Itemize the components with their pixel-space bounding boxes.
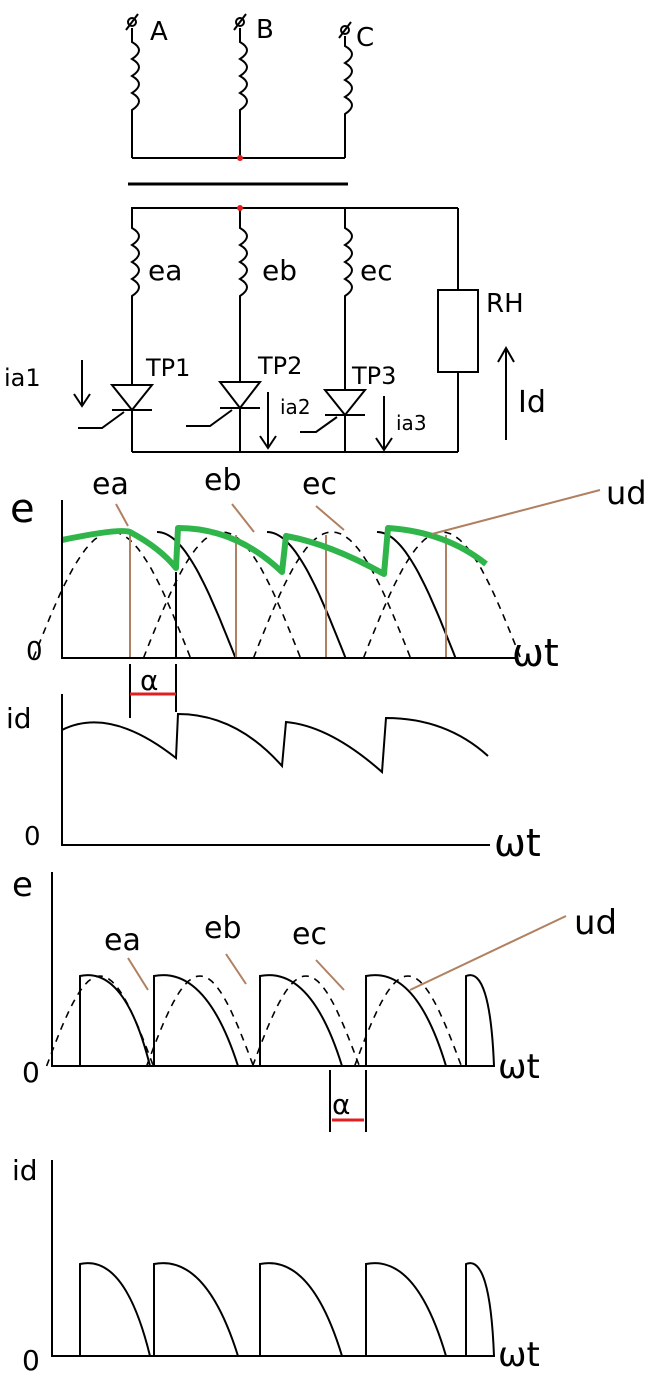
- primary-neutral-dot: [237, 155, 243, 161]
- thyristor-3-label: TP3: [351, 362, 396, 390]
- plot-4-curves: [79, 1262, 495, 1357]
- plot-3-curves: [45, 974, 495, 1067]
- plot-1-output-label: ud: [606, 474, 647, 512]
- plot-2-curves: [61, 712, 489, 775]
- plot-1-curves: [32, 525, 522, 659]
- plot-1-output-pointer: [431, 489, 601, 535]
- plot-1-output-voltage: [61, 525, 488, 577]
- plot-2: id 0 ωt: [6, 694, 541, 865]
- plot-1-phase-wave-solid: [266, 531, 347, 659]
- plot-1-axes: [61, 500, 515, 659]
- plot-4: id 0 ωt: [12, 1154, 540, 1377]
- plot-3-origin: 0: [22, 1056, 40, 1089]
- plot-1-phase-wave-dashed: [362, 531, 522, 659]
- plot-4-axes: [51, 1160, 495, 1357]
- thyristor-2-label: TP2: [257, 352, 302, 380]
- plot-4-origin: 0: [22, 1344, 40, 1377]
- load-label: RH: [486, 289, 524, 319]
- plot-4-current-segment: [465, 1262, 495, 1357]
- current-1-label: ia1: [4, 364, 41, 392]
- current-3-arrow: [375, 396, 393, 452]
- plot-3-output-segment: [259, 974, 343, 1067]
- terminal-a-label: A: [150, 17, 168, 47]
- plot-3-output-pointer: [409, 915, 567, 991]
- plot-1: e 0 ωt ea eb ec ud α: [10, 463, 647, 718]
- plot-3: e 0 ωt ea eb ec ud α: [12, 865, 617, 1132]
- rectifier-circuit: A B C ea eb ec RH: [4, 13, 546, 453]
- plot-1-curve-pointers: [115, 503, 345, 533]
- plot-4-current-segment: [259, 1262, 343, 1357]
- plot-1-phase-wave-solid: [156, 531, 237, 659]
- plot-1-angle-label: α: [140, 664, 158, 697]
- plot-1-curve-b-label: eb: [204, 463, 242, 498]
- emf-b-label: eb: [262, 254, 297, 287]
- plot-3-angle-ticks: [329, 1070, 367, 1132]
- thyristor-2: [186, 360, 263, 452]
- plot-3-x-label: ωt: [498, 1047, 540, 1087]
- terminals: [125, 13, 352, 39]
- plot-1-phase-wave-dashed: [142, 531, 302, 659]
- plot-1-phase-wave-dashed: [32, 531, 192, 659]
- plot-1-origin: 0: [26, 637, 43, 667]
- dc-current-label: Id: [518, 385, 546, 420]
- current-3-label: ia3: [396, 411, 427, 435]
- thyristor-1-label: TP1: [145, 354, 190, 382]
- plot-3-curve-b-label: eb: [204, 911, 242, 946]
- plot-3-phase-wave-dashed: [145, 975, 255, 1067]
- plot-4-current-segment: [365, 1262, 447, 1357]
- secondary-neutral-dot: [237, 205, 243, 211]
- plot-1-y-label: e: [10, 486, 35, 532]
- plot-2-current: [61, 712, 489, 775]
- thyristor-3: [300, 372, 368, 452]
- plot-1-phase-wave-dashed: [252, 531, 412, 659]
- plot-4-y-label: id: [12, 1154, 38, 1187]
- plot-3-output-segment: [153, 974, 239, 1067]
- plot-3-output-segment: [365, 974, 447, 1067]
- current-2-label: ia2: [280, 395, 311, 419]
- plot-3-y-label: e: [12, 865, 33, 905]
- secondary-windings: [130, 207, 458, 372]
- plot-3-angle-label: α: [332, 1088, 350, 1121]
- plot-3-phase-wave-dashed: [45, 975, 155, 1067]
- terminal-c-label: C: [356, 23, 374, 53]
- plot-3-output-segment: [465, 974, 495, 1067]
- terminal-b-label: B: [256, 15, 274, 45]
- emf-a-label: ea: [148, 254, 182, 287]
- plot-1-curve-c-label: ec: [302, 467, 337, 502]
- plot-4-x-label: ωt: [498, 1335, 540, 1375]
- plot-3-phase-wave-dashed: [353, 975, 463, 1067]
- plot-3-phase-wave-dashed: [251, 975, 361, 1067]
- thyristor-1: [78, 360, 155, 452]
- plot-2-axes: [61, 694, 490, 846]
- plot-3-curve-pointers: [127, 953, 345, 991]
- plot-1-curve-a-label: ea: [92, 467, 129, 502]
- plot-1-angle-ticks: [129, 664, 177, 718]
- plot-3-curve-c-label: ec: [292, 917, 327, 952]
- plot-4-current-segment: [79, 1262, 151, 1357]
- plot-2-origin: 0: [24, 822, 41, 852]
- plot-2-y-label: id: [6, 702, 32, 735]
- plot-3-output-segment: [79, 974, 151, 1067]
- emf-c-label: ec: [360, 254, 393, 287]
- plot-3-output-label: ud: [574, 903, 617, 943]
- plot-2-x-label: ωt: [494, 821, 541, 865]
- load-resistor: [437, 208, 479, 452]
- plot-4-current-segment: [153, 1262, 239, 1357]
- plot-3-curve-a-label: ea: [104, 923, 141, 958]
- current-1-arrow: [73, 360, 91, 408]
- plot-3-axes: [51, 872, 495, 1067]
- dc-current-arrow: [497, 345, 515, 440]
- current-2-arrow: [259, 392, 277, 450]
- plot-1-x-label: ωt: [512, 631, 559, 675]
- primary-windings: [130, 28, 353, 159]
